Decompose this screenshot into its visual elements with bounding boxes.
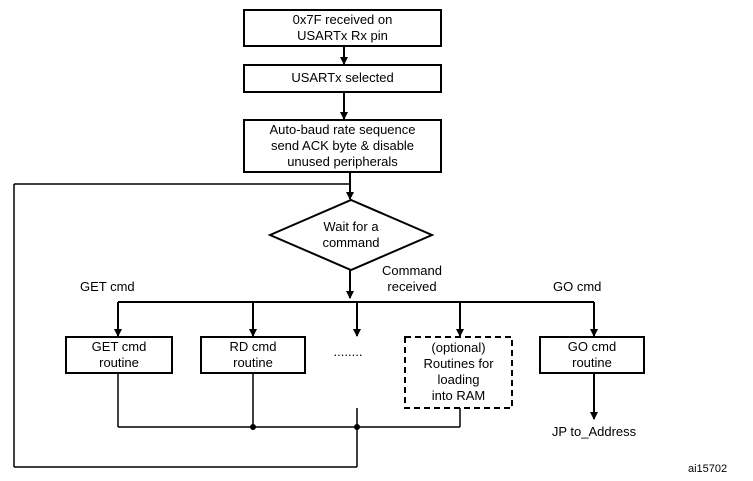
selected-text: USARTx selected: [291, 70, 394, 85]
figure-id: ai15702: [688, 463, 728, 475]
go-routine-box: [539, 336, 645, 374]
start-box: [243, 9, 442, 47]
dots-text: ........: [333, 344, 363, 359]
ram-routines-text: (optional) Routines for loading into RAM: [423, 340, 494, 403]
go-cmd-label: GO cmd: [553, 279, 602, 294]
wait-decision: [267, 198, 435, 272]
go-routine-text: GO cmd routine: [567, 339, 617, 370]
wait-text: Wait for a command: [322, 219, 380, 250]
get-cmd-label: GET cmd: [80, 279, 135, 294]
command-received-label: Command received: [382, 263, 442, 294]
get-routine-box: [65, 336, 173, 374]
jump-text: JP to_Address: [551, 424, 637, 439]
ram-routines-box: [404, 336, 513, 409]
rd-routine-text: RD cmd routine: [229, 339, 277, 370]
start-text: 0x7F received on USARTx Rx pin: [292, 12, 393, 43]
autobaud-text: Auto-baud rate sequence send ACK byte & …: [269, 122, 416, 169]
junction-dot-rd: [250, 424, 256, 430]
autobaud-box: [243, 119, 442, 173]
get-routine-text: GET cmd routine: [91, 339, 147, 370]
selected-box: [243, 64, 442, 93]
